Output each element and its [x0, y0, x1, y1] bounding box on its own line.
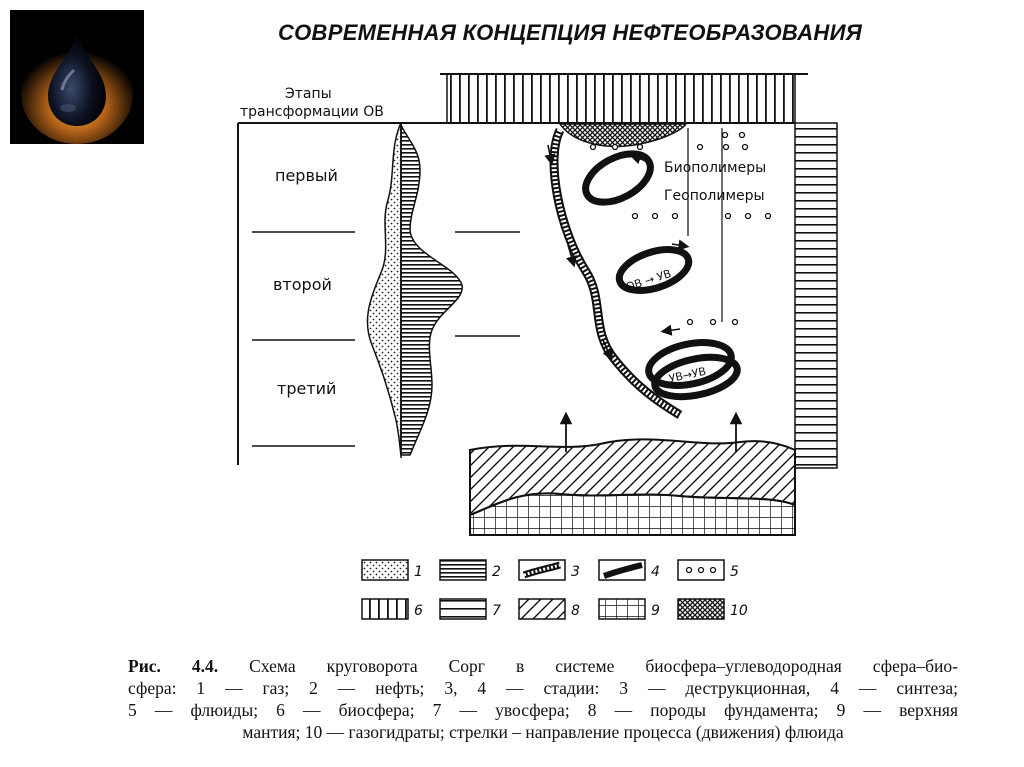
legend-item-4: 4	[599, 560, 660, 580]
oil-formation-diagram: Этапы трансформации ОВ первый второй тре…	[0, 0, 1024, 650]
label-biopolymers: Биополимеры	[664, 160, 766, 176]
svg-text:8: 8	[571, 603, 580, 619]
biosphere-block	[447, 74, 795, 123]
stages-header-line1: Этапы	[285, 86, 332, 102]
legend-item-5: 5	[678, 560, 739, 580]
stage-label-second: второй	[273, 275, 332, 294]
stages-header-line2: трансформации ОВ	[240, 104, 384, 120]
svg-text:4: 4	[651, 564, 660, 580]
legend-item-1: 1	[362, 560, 423, 580]
svg-text:1: 1	[414, 564, 423, 580]
svg-text:3: 3	[571, 564, 580, 580]
legend-item-3: 3	[519, 560, 580, 580]
legend-item-7: 7	[440, 599, 501, 619]
figure-caption: Рис. 4.4. Схема круговорота Cорг в систе…	[128, 655, 958, 743]
process-arrow	[672, 244, 684, 246]
svg-text:9: 9	[651, 603, 660, 619]
stage-label-first: первый	[275, 166, 338, 185]
caption-line-4: мантия; 10 — газогидраты; стрелки – напр…	[128, 721, 958, 743]
caption-line1-text: Схема круговорота Cорг в системе биосфер…	[249, 656, 958, 676]
caption-line-1: Рис. 4.4. Схема круговорота Cорг в систе…	[128, 655, 958, 677]
caption-line-2: сфера: 1 — газ; 2 — нефть; 3, 4 — стадии…	[128, 677, 958, 699]
gas-hydrates-cap	[560, 124, 686, 146]
caption-figure-label: Рис. 4.4.	[128, 656, 218, 676]
upper-mantle	[470, 493, 795, 535]
gas-curve	[367, 125, 401, 455]
legend-item-8: 8	[519, 599, 580, 619]
caption-line-3: 5 — флюиды; 6 — биосфера; 7 — увосфера; …	[128, 699, 958, 721]
process-arrow	[666, 329, 680, 331]
svg-text:6: 6	[414, 603, 423, 619]
svg-text:10: 10	[730, 603, 748, 619]
legend-item-9: 9	[599, 599, 660, 619]
legend-item-10: 10	[678, 599, 748, 619]
synthesis-loop-1	[578, 144, 659, 212]
uvosphere-column	[795, 123, 837, 468]
svg-text:2: 2	[492, 564, 501, 580]
legend: 1 2 3 4 5 6 7	[362, 560, 748, 619]
legend-item-6: 6	[362, 599, 423, 619]
oil-curve	[401, 125, 462, 455]
svg-text:5: 5	[730, 564, 739, 580]
stage-label-third: третий	[277, 379, 336, 398]
label-geopolymers: Геополимеры	[664, 188, 765, 204]
legend-item-2: 2	[440, 560, 501, 580]
svg-text:7: 7	[492, 603, 501, 619]
